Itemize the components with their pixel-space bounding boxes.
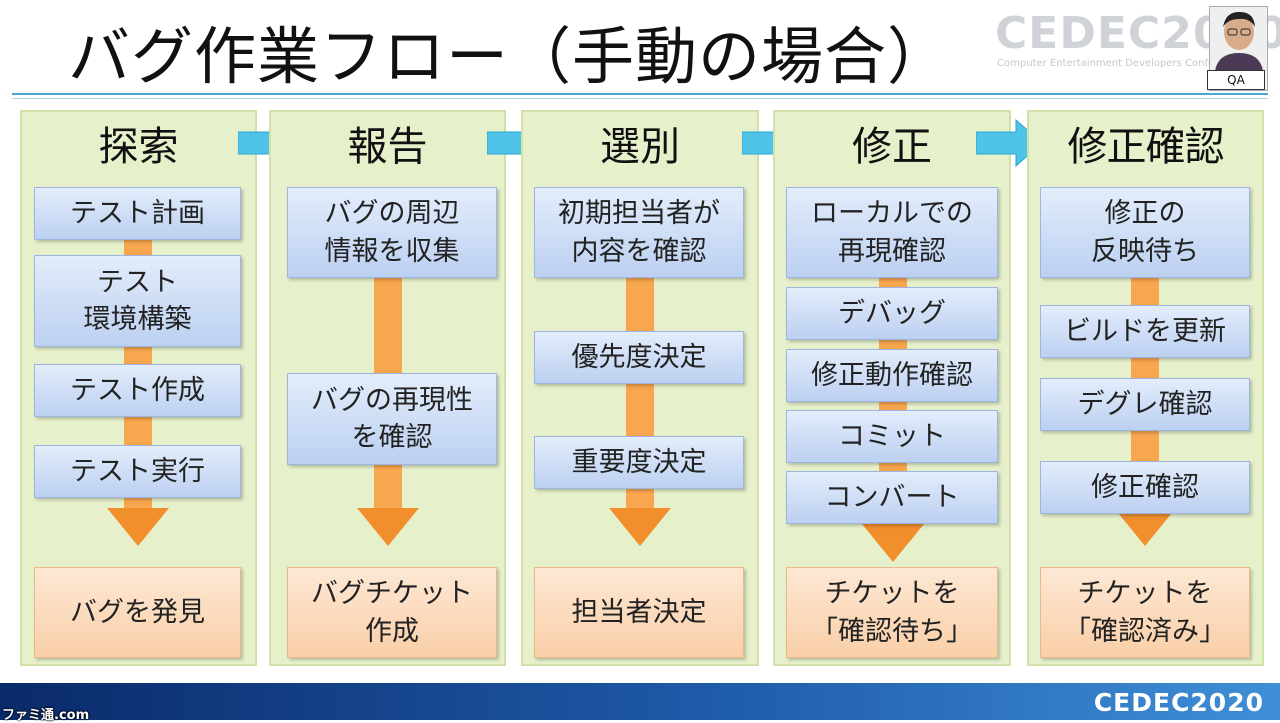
step-test-plan: テスト計画 [34, 187, 241, 240]
step-initial-review: 初期担当者が 内容を確認 [534, 187, 744, 278]
down-arrow-icon [1114, 508, 1176, 546]
step-test-creation: テスト作成 [34, 364, 241, 417]
step-update-build: ビルドを更新 [1040, 305, 1250, 358]
slide-footer: CEDEC2020 [0, 683, 1280, 720]
step-regression-check: デグレ確認 [1040, 378, 1250, 431]
header-rule [12, 93, 1268, 95]
header-rule-thin [12, 98, 1268, 99]
phase-heading-explore: 探索 [98, 124, 179, 170]
step-test-execution: テスト実行 [34, 445, 241, 498]
step-confirm-repro: バグの再現性 を確認 [287, 373, 497, 465]
slide-title: バグ作業フロー（手動の場合） [68, 20, 951, 93]
step-convert: コンバート [786, 471, 998, 524]
presenter-avatar-icon [1210, 7, 1267, 71]
result-bug-found: バグを発見 [34, 567, 241, 658]
step-verify-fix-behavior: 修正動作確認 [786, 349, 998, 402]
watermark: ファミ通.com [2, 708, 90, 723]
result-ticket-awaiting-check: チケットを 「確認待ち」 [786, 567, 998, 658]
phase-heading-triage: 選別 [600, 124, 680, 170]
step-test-environment: テスト 環境構築 [34, 255, 241, 347]
step-gather-bug-info: バグの周辺 情報を収集 [287, 187, 497, 278]
step-commit: コミット [786, 410, 998, 463]
down-arrow-icon [107, 508, 169, 546]
step-local-repro: ローカルでの 再現確認 [786, 187, 998, 278]
down-arrow-icon [862, 524, 924, 562]
step-debug: デバッグ [786, 287, 998, 340]
step-await-fix-reflection: 修正の 反映待ち [1040, 187, 1250, 278]
step-severity: 重要度決定 [534, 436, 744, 489]
phase-heading-report: 報告 [347, 124, 428, 170]
down-arrow-icon [357, 508, 419, 546]
down-arrow-icon [609, 508, 671, 546]
qa-badge: QA [1207, 70, 1265, 90]
step-priority: 優先度決定 [534, 331, 744, 384]
footer-logo: CEDEC2020 [1093, 688, 1264, 717]
cedec-logo-subtitle: Computer Entertainment Developers Confer… [997, 58, 1243, 69]
phase-heading-fix-verify: 修正確認 [1067, 124, 1225, 170]
phase-heading-fix: 修正 [852, 124, 932, 170]
result-create-bug-ticket: バグチケット 作成 [287, 567, 497, 658]
step-fix-confirmation: 修正確認 [1040, 461, 1250, 514]
result-ticket-confirmed: チケットを 「確認済み」 [1040, 567, 1250, 658]
result-assign-owner: 担当者決定 [534, 567, 744, 658]
